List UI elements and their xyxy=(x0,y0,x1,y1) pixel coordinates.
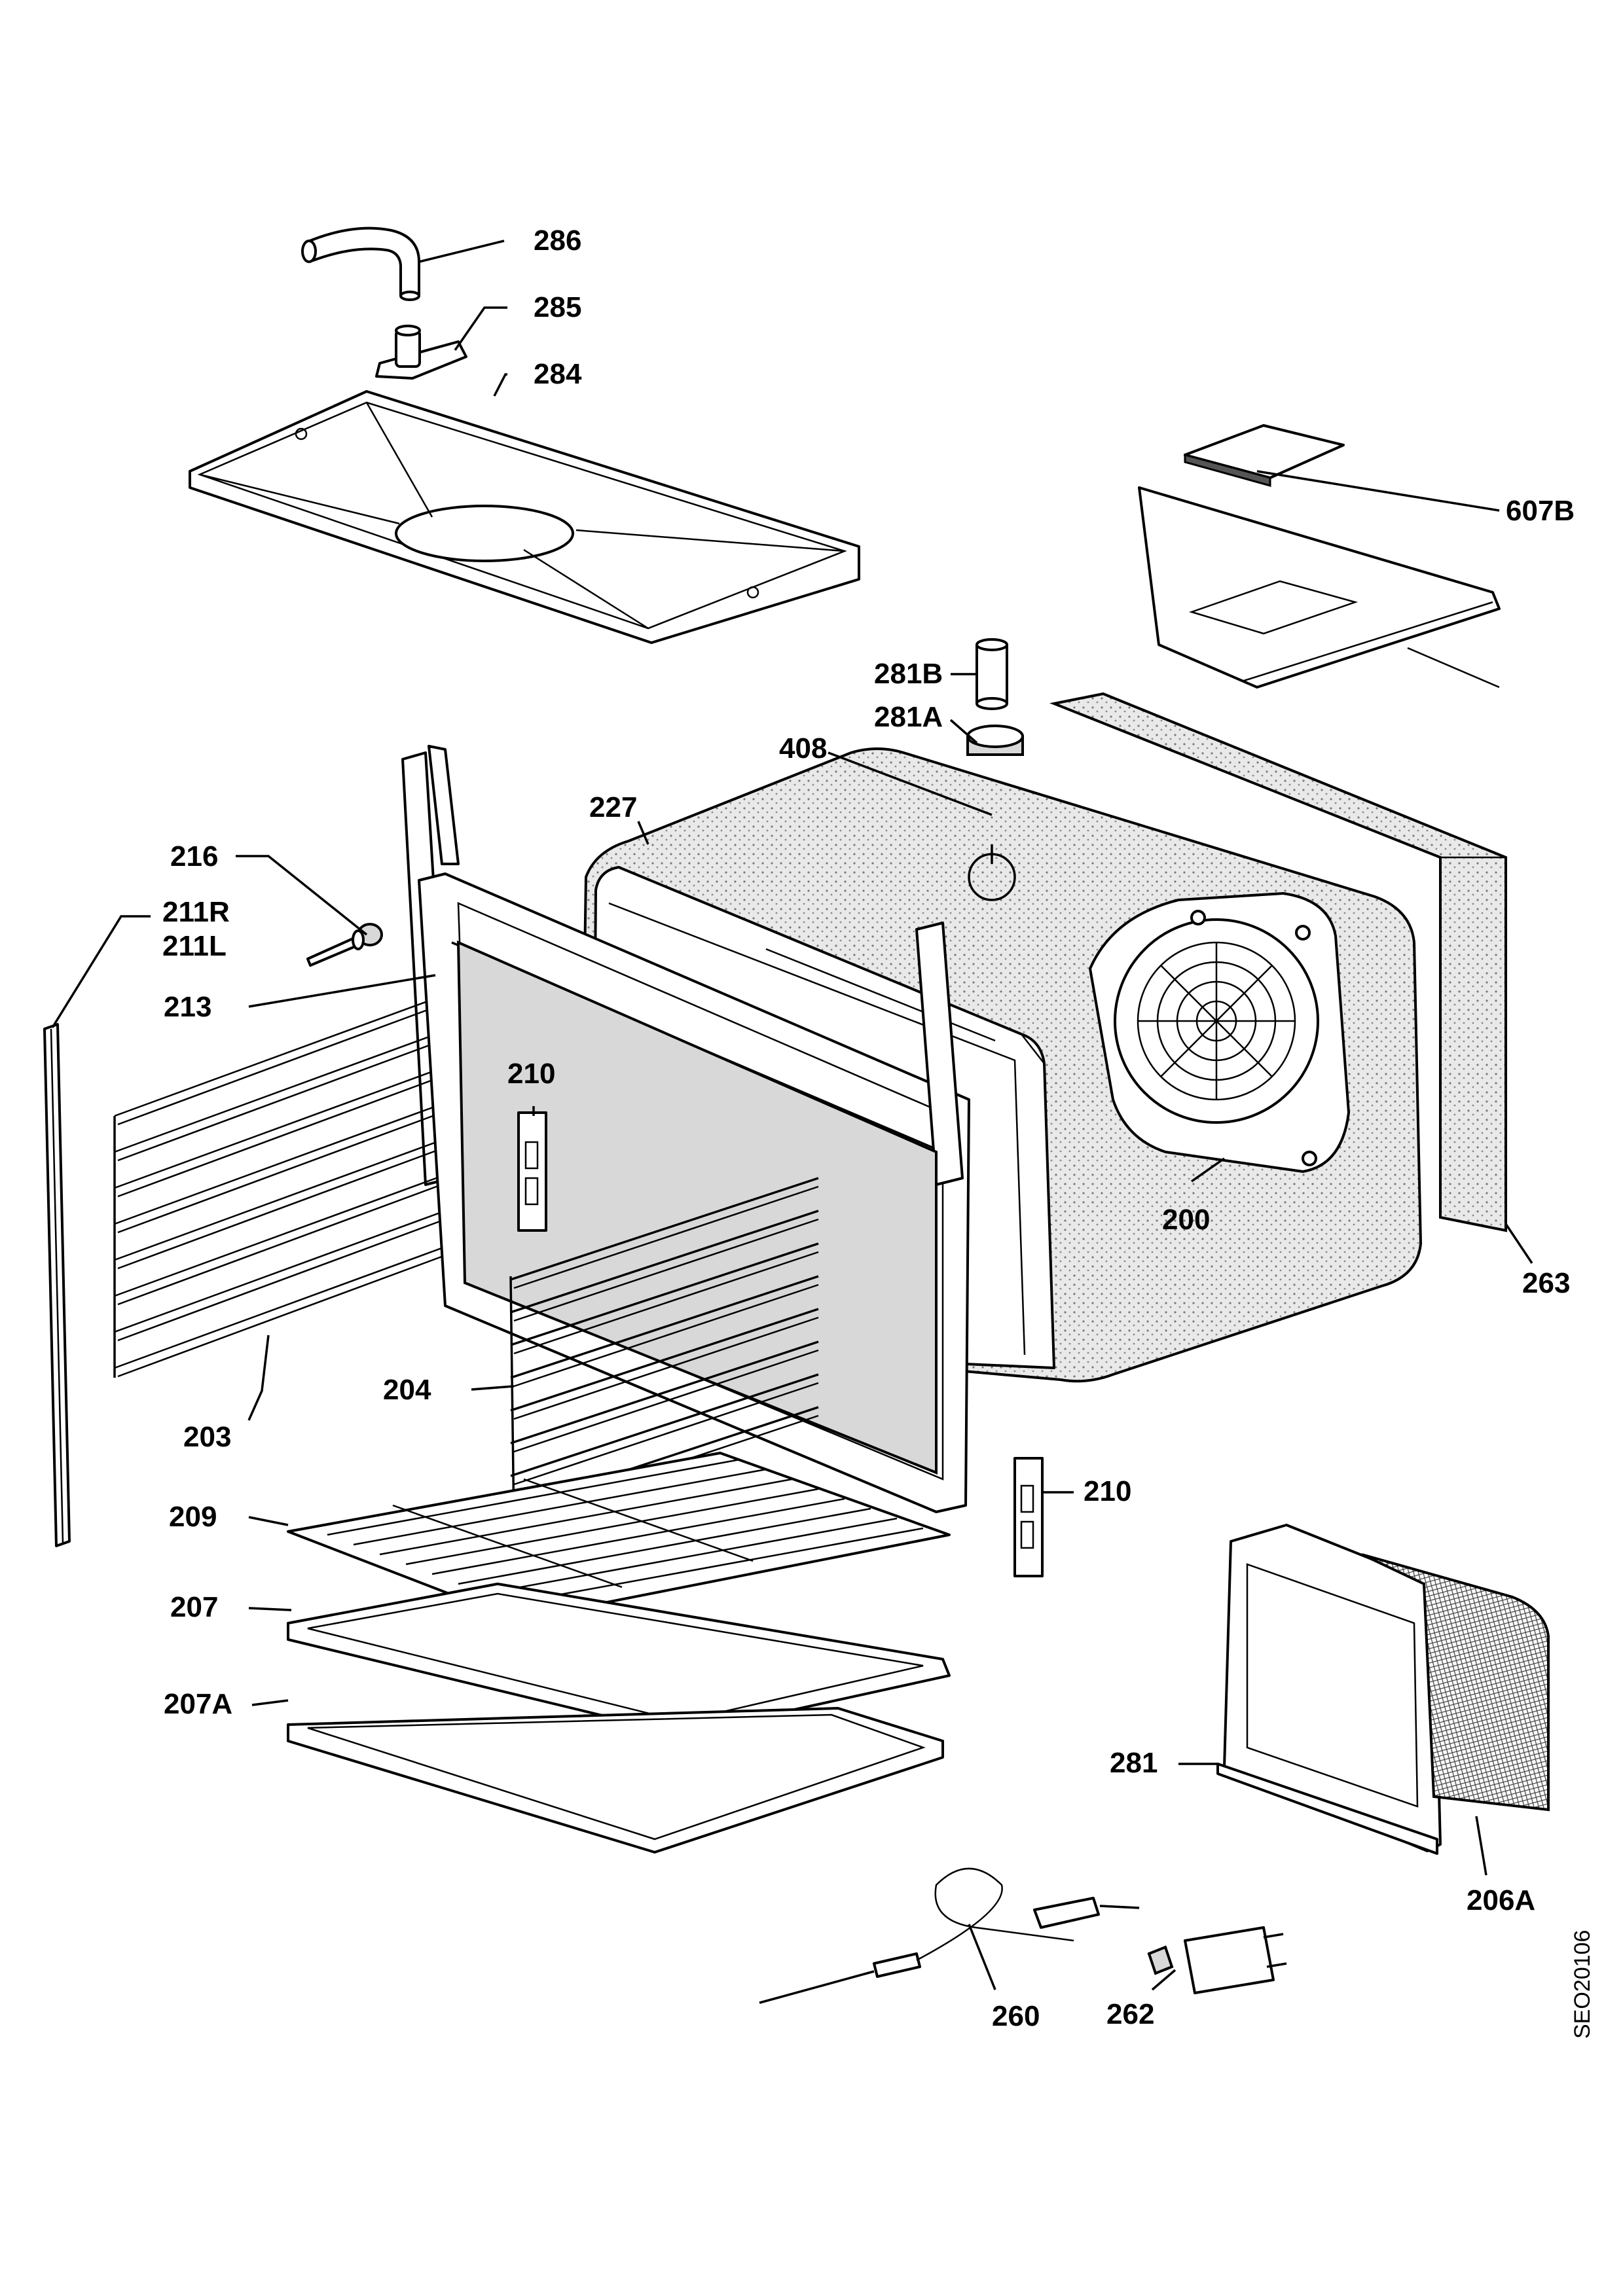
screw-part-216 xyxy=(306,923,383,967)
label-281B: 281B xyxy=(874,658,943,690)
label-200: 200 xyxy=(1162,1204,1210,1236)
hinge-part-210-lower xyxy=(1013,1457,1044,1577)
part-labels: 286 285 284 607B 281B 281A 408 227 216 2… xyxy=(162,224,1595,2039)
label-204: 204 xyxy=(383,1374,431,1406)
label-213: 213 xyxy=(164,991,211,1023)
label-281A: 281A xyxy=(874,701,943,733)
label-216: 216 xyxy=(170,840,218,872)
label-607B: 607B xyxy=(1506,495,1575,527)
label-284: 284 xyxy=(534,358,582,390)
label-207: 207 xyxy=(170,1591,218,1623)
label-203: 203 xyxy=(183,1421,231,1453)
hinge-part-210-upper xyxy=(517,1111,547,1232)
label-227: 227 xyxy=(589,791,637,823)
socket-part-262 xyxy=(1147,1926,1287,1994)
leader-lines xyxy=(51,240,1533,1991)
rear-insulation-part-263 xyxy=(1049,692,1507,1232)
label-210-upper: 210 xyxy=(507,1058,555,1090)
meat-probe-part-260 xyxy=(759,1867,1140,2004)
flange-part-285 xyxy=(375,325,467,380)
label-286: 286 xyxy=(534,224,581,257)
label-262: 262 xyxy=(1106,1998,1154,2030)
label-207A: 207A xyxy=(164,1688,232,1720)
label-285: 285 xyxy=(534,291,581,323)
label-281: 281 xyxy=(1110,1747,1158,1779)
tray-part-207A xyxy=(287,1707,944,1854)
label-211R: 211R xyxy=(162,896,230,928)
drawing-code: SEO20106 xyxy=(1570,1930,1595,2039)
tray-part-207 xyxy=(287,1583,951,1736)
label-263: 263 xyxy=(1522,1267,1570,1299)
front-frame-part-213 xyxy=(418,872,970,1513)
label-211L: 211L xyxy=(162,930,227,962)
left-rack-part-203 xyxy=(113,745,460,1378)
pipe-part-286 xyxy=(301,226,420,301)
label-260: 260 xyxy=(992,2000,1040,2032)
label-210-lower: 210 xyxy=(1084,1475,1131,1507)
top-panel-part-607B xyxy=(1138,424,1501,689)
pipe-part-281B xyxy=(976,638,1008,710)
nut-part-281A xyxy=(966,725,1024,756)
label-209: 209 xyxy=(169,1501,217,1533)
top-plate-part-284 xyxy=(189,390,860,644)
wire-shelf-part-209 xyxy=(287,1452,951,1621)
label-408: 408 xyxy=(779,732,827,764)
right-rack-part-204 xyxy=(509,1177,819,1526)
filter-frame-part-281 xyxy=(1216,1524,1442,1855)
label-206A: 206A xyxy=(1467,1884,1535,1916)
seal-strip-part-211 xyxy=(43,1023,71,1547)
filter-mesh-part-206A xyxy=(1361,1553,1550,1812)
